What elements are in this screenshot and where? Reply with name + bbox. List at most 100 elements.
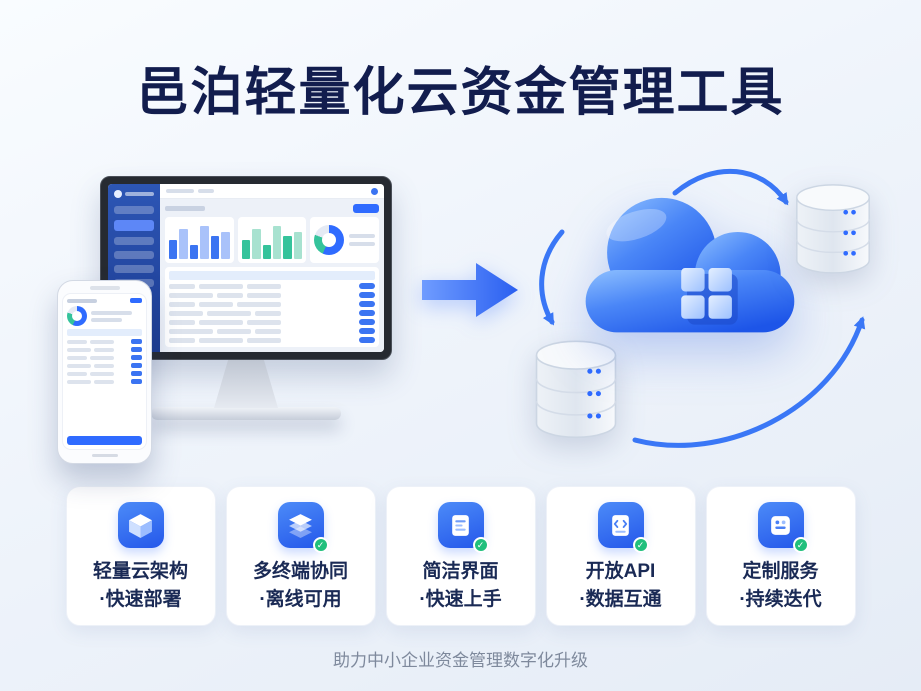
phone-list-row xyxy=(67,379,142,384)
flow-arrow-icon xyxy=(422,263,518,317)
bar-chart-card xyxy=(165,217,234,263)
text-placeholder xyxy=(237,301,281,307)
phone-button-skeleton xyxy=(130,298,142,303)
text-placeholder xyxy=(169,310,203,316)
text-placeholder xyxy=(90,339,114,344)
row-action-pill xyxy=(359,310,375,316)
window-grid-icon xyxy=(681,268,738,325)
cube-3d-icon xyxy=(117,502,164,548)
tagline: 助力中小企业资金管理数字化升级 xyxy=(333,651,588,670)
sidebar-menu-item xyxy=(114,206,154,214)
table-row xyxy=(169,301,375,307)
text-placeholder xyxy=(199,301,233,307)
monitor-screen xyxy=(108,184,384,352)
primary-button-skeleton xyxy=(353,204,379,213)
check-badge-icon xyxy=(472,537,489,553)
text-placeholder xyxy=(67,379,91,384)
feature-title: 多终端协同 xyxy=(252,561,348,582)
feature-subtitle: ·持续迭代 xyxy=(739,588,822,610)
phone-list-row xyxy=(67,339,142,344)
api-code-check-icon xyxy=(597,502,649,553)
phone-screen xyxy=(62,293,147,450)
app-logo xyxy=(114,190,154,198)
charts-row xyxy=(165,217,380,263)
text-placeholder xyxy=(255,310,281,316)
text-placeholder xyxy=(90,371,114,376)
text-placeholder xyxy=(247,292,281,298)
phone-list-row xyxy=(67,347,142,352)
text-placeholder xyxy=(207,310,251,316)
logo-mark xyxy=(114,190,122,198)
row-action-pill xyxy=(359,337,375,343)
text-placeholder xyxy=(199,337,243,343)
text-placeholder xyxy=(169,283,195,289)
text-placeholder xyxy=(199,283,243,289)
table-header xyxy=(169,271,375,280)
row-action-pill xyxy=(359,283,375,289)
text-placeholder xyxy=(169,337,195,343)
table-row xyxy=(169,310,375,316)
bar-chart-skeleton xyxy=(241,221,303,259)
text-placeholder xyxy=(255,328,281,334)
monitor-stand-base xyxy=(151,407,341,420)
row-action-pill xyxy=(131,355,142,360)
donut-chart xyxy=(314,225,345,255)
sync-arrows xyxy=(539,168,866,448)
document-check-icon xyxy=(437,502,489,553)
monitor-stand-neck xyxy=(214,360,278,408)
database-icon xyxy=(796,184,870,274)
phone-list-row xyxy=(67,355,142,360)
sidebar-menu-item xyxy=(114,251,154,259)
monitor-bezel xyxy=(100,176,392,360)
table-row xyxy=(169,328,375,334)
row-action-pill xyxy=(359,319,375,325)
dashboard-content xyxy=(160,199,384,352)
feature-title: 定制服务 xyxy=(742,561,819,582)
mini-donut-chart xyxy=(67,306,87,326)
feature-card: 简洁界面 ·快速上手 xyxy=(385,486,536,627)
feature-card: 开放API ·数据互通 xyxy=(545,486,696,627)
database-icon xyxy=(535,340,617,439)
feature-card: 轻量云架构 ·快速部署 xyxy=(65,486,216,627)
text-placeholder xyxy=(217,328,251,334)
layers-icon xyxy=(277,502,329,553)
phone-home-indicator xyxy=(91,454,118,457)
chart-legend-skeleton xyxy=(91,310,142,322)
feature-cards: 轻量云架构 ·快速部署 多终端协同 ·离线可用 简洁界面 ·快速上手 xyxy=(0,486,921,627)
text-placeholder xyxy=(165,206,205,211)
sidebar-menu-item xyxy=(114,265,154,273)
phone-speaker xyxy=(89,286,120,290)
text-placeholder xyxy=(166,189,194,193)
sidebar-menu-item-active xyxy=(114,220,154,231)
feature-subtitle: ·数据互通 xyxy=(579,588,662,610)
feature-subtitle: ·快速部署 xyxy=(99,588,182,610)
text-placeholder xyxy=(67,363,91,368)
check-badge-icon xyxy=(312,537,329,553)
cloud-icon xyxy=(585,197,795,333)
page-title: 邑泊轻量化云资金管理工具 xyxy=(136,64,785,122)
row-action-pill xyxy=(131,363,142,368)
table-row xyxy=(169,292,375,298)
text-placeholder xyxy=(90,355,114,360)
text-placeholder xyxy=(247,337,281,343)
row-action-pill xyxy=(131,379,142,384)
text-placeholder xyxy=(67,339,87,344)
dashboard-main xyxy=(160,184,384,352)
row-action-pill xyxy=(131,339,142,344)
text-placeholder xyxy=(67,347,91,352)
dashboard-toolbar xyxy=(165,204,379,213)
phone-chart-row xyxy=(67,306,142,326)
text-placeholder xyxy=(94,379,114,384)
phone-table-header xyxy=(67,329,142,336)
phone-list-row xyxy=(67,363,142,368)
row-action-pill xyxy=(359,328,375,334)
row-action-pill xyxy=(131,371,142,376)
chart-legend-skeleton xyxy=(349,234,376,246)
text-placeholder xyxy=(199,319,243,325)
feature-title: 简洁界面 xyxy=(422,561,499,582)
text-placeholder xyxy=(247,319,281,325)
feature-title: 轻量云架构 xyxy=(92,561,188,582)
data-table-skeleton xyxy=(165,267,379,347)
text-placeholder xyxy=(94,363,114,368)
desktop-monitor xyxy=(100,176,392,420)
